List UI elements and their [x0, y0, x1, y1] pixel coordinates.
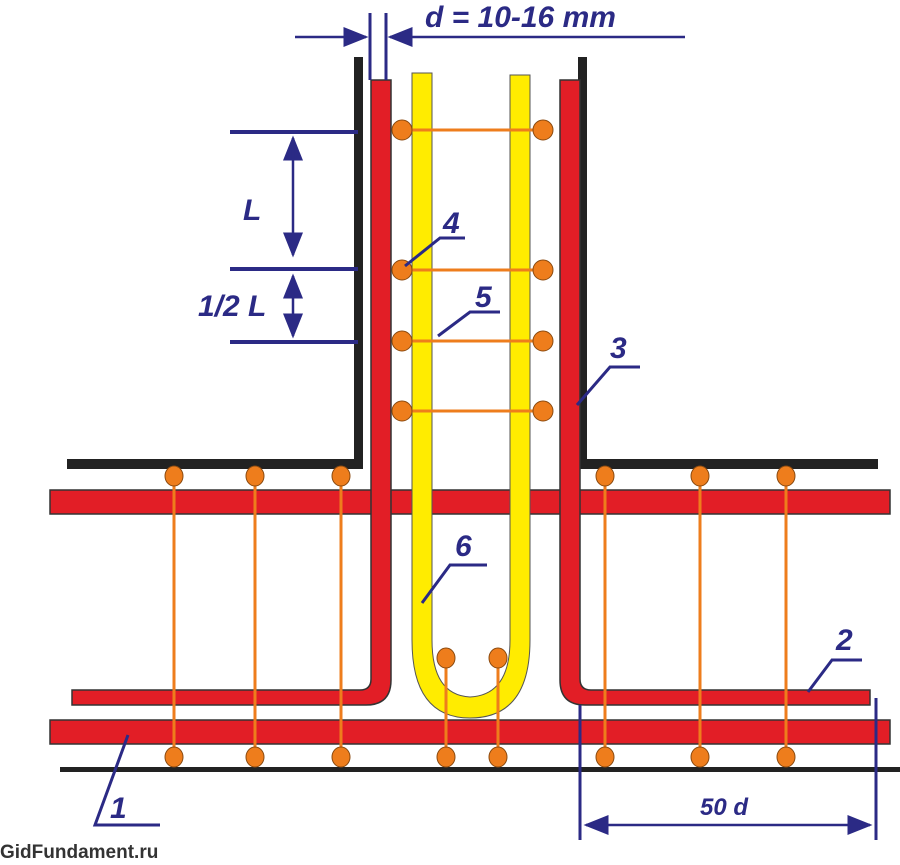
stirrup-node: [331, 465, 351, 487]
callout-leader-3: [575, 365, 640, 406]
stirrup-node: [595, 746, 615, 768]
rebar-right-L: [559, 79, 871, 706]
tie-node: [532, 259, 554, 281]
stirrup-node: [164, 746, 184, 768]
u-clamp: [411, 72, 531, 719]
tie-node: [532, 330, 554, 352]
callout-leader-4: [404, 236, 465, 268]
callout-6: 6: [455, 530, 472, 563]
rebar-top-horizontal: [49, 489, 891, 515]
callout-leader-5: [437, 310, 500, 338]
stirrup-node: [595, 465, 615, 487]
callout-3: 3: [610, 332, 627, 365]
ground-line: [60, 767, 900, 772]
stirrup-node: [436, 746, 456, 768]
stirrup-node: [488, 647, 508, 669]
tie-node: [391, 330, 413, 352]
tie-node: [391, 400, 413, 422]
L-label: L: [243, 194, 261, 227]
stirrup-node: [488, 746, 508, 768]
callout-1: 1: [110, 792, 127, 825]
callout-leader-6: [420, 563, 487, 604]
tie-node: [532, 119, 554, 141]
callout-2: 2: [835, 624, 853, 657]
d-dimension-label: d = 10-16 mm: [425, 1, 616, 34]
tie-node: [532, 400, 554, 422]
stirrup-node: [776, 746, 796, 768]
rebar-bottom-horizontal: [49, 719, 891, 745]
watermark: GidFundament.ru: [0, 842, 159, 863]
stirrup-node: [436, 647, 456, 669]
50d-label: 50 d: [700, 794, 749, 821]
stirrup-node: [245, 465, 265, 487]
tie-node: [391, 119, 413, 141]
callout-leader-1: [92, 734, 160, 827]
callout-4: 4: [442, 207, 460, 240]
formwork: [67, 57, 878, 469]
half-L-label: 1/2 L: [198, 290, 266, 323]
stirrup-node: [690, 465, 710, 487]
stirrup-node: [164, 465, 184, 487]
stirrup-node: [331, 746, 351, 768]
stirrup-node: [245, 746, 265, 768]
callout-leader-2: [806, 658, 862, 693]
stirrup-node: [776, 465, 796, 487]
callout-5: 5: [475, 281, 493, 314]
stirrup-node: [690, 746, 710, 768]
rebar-left-L: [71, 79, 392, 706]
